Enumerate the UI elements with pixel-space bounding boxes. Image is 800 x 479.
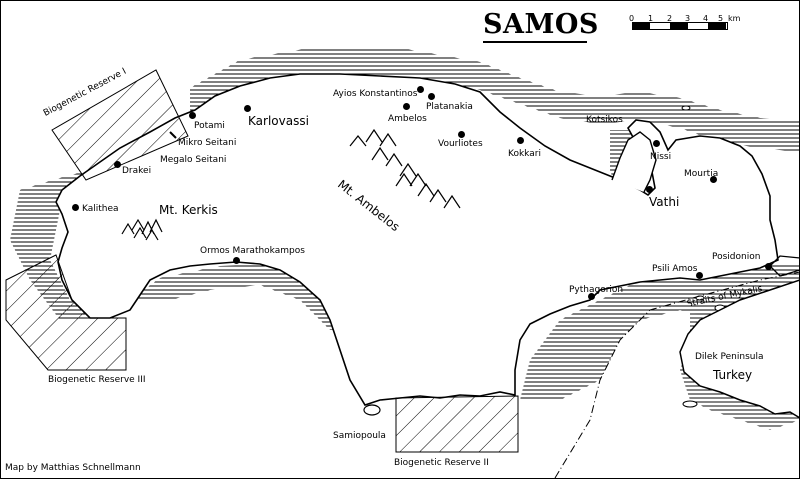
town-dot-icon [244,105,251,112]
label-turkey: Turkey [713,368,753,382]
mountain-ambelos-peaks [349,128,461,209]
label-reserve-iii: Biogenetic Reserve III [48,375,146,385]
islet [682,400,698,408]
label-drakei: Drakei [122,166,152,176]
scale-unit: km [728,14,741,23]
vathi-bay-coast [611,131,657,193]
town-dot-icon [517,137,524,144]
label-posidonion: Posidonion [712,252,761,262]
label-ormos-marathokampos: Ormos Marathokampos [200,246,305,256]
hatched-reserve-icon [395,395,519,453]
islet [681,105,691,111]
scale-tick-4: 4 [703,14,709,23]
map-credit: Map by Matthias Schnellmann [5,463,141,473]
town-dot-icon [765,263,772,270]
town-dot-icon [646,186,653,193]
scale-bar-fill-a [632,22,650,30]
scale-tick-5: 5 [718,14,724,23]
turkey-coastline [679,279,800,419]
scale-tick-0: 0 [629,14,635,23]
label-dilek-peninsula: Dilek Peninsula [695,352,764,362]
mountain-peak-icon [349,128,461,209]
label-kokkari: Kokkari [508,149,541,159]
reserve-i [51,69,189,181]
mikro-seitani-marker [169,131,177,139]
label-mourtia: Mourtia [684,169,719,179]
label-kotsikos: Kotsikos [586,115,623,125]
label-vathi: Vathi [649,195,680,209]
scale-bar-fill-c [708,22,726,30]
label-ambelos: Ambelos [388,114,427,124]
label-karlovassi: Karlovassi [248,114,309,128]
town-dot-icon [428,93,435,100]
label-kalithea: Kalithea [82,204,119,214]
title-underline [483,41,587,43]
town-dot-icon [233,257,240,264]
hatched-reserve-icon [51,69,189,181]
label-megalo-seitani: Megalo Seitani [160,155,227,165]
town-dot-icon [458,131,465,138]
town-dot-icon [653,140,660,147]
scale-tick-2: 2 [667,14,673,23]
reserve-ii [395,395,519,453]
town-dot-icon [696,272,703,279]
town-dot-icon [189,112,196,119]
town-dot-icon [710,176,717,183]
sea-hatching-south-west [130,264,350,330]
label-platanakia: Platanakia [426,102,473,112]
town-dot-icon [114,161,121,168]
label-psili-amos: Psili Amos [652,264,698,274]
samos-coastline [55,73,779,406]
label-vourliotes: Vourliotes [438,139,483,149]
label-nissi: Nissi [650,152,672,162]
label-ayios-konstantinos: Ayios Konstantinos [333,89,418,99]
label-pythagorion: Pythagorion [569,285,624,295]
islet [363,404,381,416]
scale-bar [632,22,728,30]
map-title: SAMOS [483,9,599,40]
reserve-iii [5,254,127,371]
scale-tick-3: 3 [685,14,691,23]
mountain-kerkis-peaks [121,218,163,241]
town-dot-icon [72,204,79,211]
label-mikro-seitani: Mikro Seitani [178,138,237,148]
label-mt-kerkis: Mt. Kerkis [159,203,218,217]
scale-bar-fill-b [670,22,688,30]
sea-hatching-south [520,262,800,400]
town-dot-icon [403,103,410,110]
hatched-reserve-icon [5,254,127,371]
town-dot-icon [417,86,424,93]
scale-tick-1: 1 [648,14,654,23]
label-reserve-ii: Biogenetic Reserve II [394,458,489,468]
label-samiopoula: Samiopoula [333,431,386,441]
mountain-peak-icon [121,218,163,241]
label-potami: Potami [194,121,225,131]
town-dot-icon [588,293,595,300]
